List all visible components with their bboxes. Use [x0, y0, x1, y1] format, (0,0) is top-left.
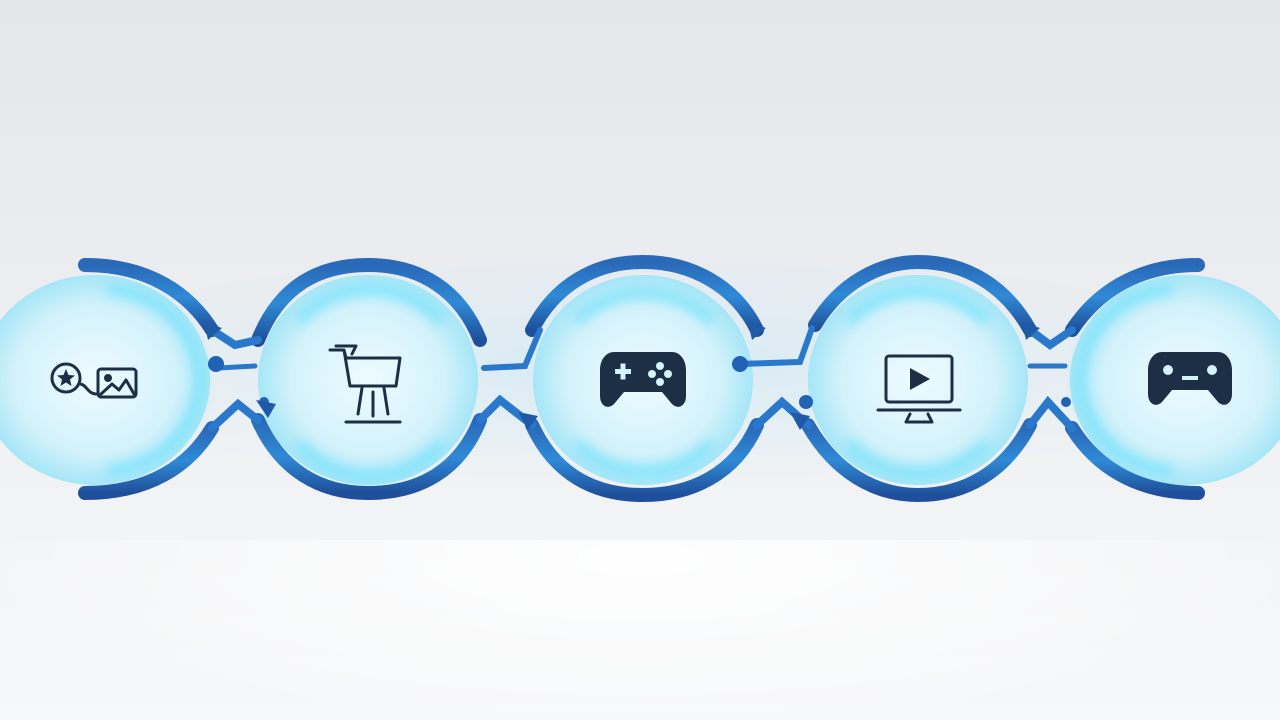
connector-2-3-mid	[481, 327, 543, 371]
connector-1-2-top	[208, 326, 262, 350]
ring-3-bottom	[525, 418, 764, 503]
arrow-head-5	[1022, 322, 1040, 340]
ring-2-top	[251, 257, 487, 347]
ring-2-bottom	[251, 413, 487, 501]
user-star-icon	[50, 362, 98, 396]
arrow-head-4	[518, 412, 538, 430]
ring-arcs	[78, 254, 1205, 503]
ring-4-bottom	[801, 418, 1037, 503]
connector-3-4-mid	[735, 325, 815, 367]
game-controller-icon	[1148, 352, 1232, 405]
node-2-bg	[258, 275, 478, 485]
ring-1-top	[78, 258, 219, 337]
inner-glow-arcs	[106, 285, 1174, 480]
arrow-head-2	[256, 400, 276, 418]
connector-4-5-bottom	[1026, 395, 1076, 432]
floor-reflection	[0, 540, 1280, 720]
tv-play-icon	[876, 354, 962, 424]
ring-5-top	[1065, 258, 1205, 337]
ring-3-top	[525, 254, 764, 337]
arrow-heads	[204, 322, 1040, 430]
connector-1-2-mid	[215, 363, 258, 371]
shopping-cart-icon	[328, 344, 402, 424]
arrow-head-6	[790, 412, 810, 430]
arrow-head-1	[204, 322, 222, 340]
arrow-head-3	[748, 322, 766, 340]
connector-4-5-top	[1026, 326, 1076, 350]
connector-1-2-bottom	[208, 398, 262, 432]
game-controller-icon	[600, 352, 686, 407]
ring-5-bottom	[1065, 421, 1205, 500]
image-icon	[96, 367, 138, 399]
ring-4-top	[808, 254, 1037, 337]
ring-1-bottom	[78, 421, 219, 500]
